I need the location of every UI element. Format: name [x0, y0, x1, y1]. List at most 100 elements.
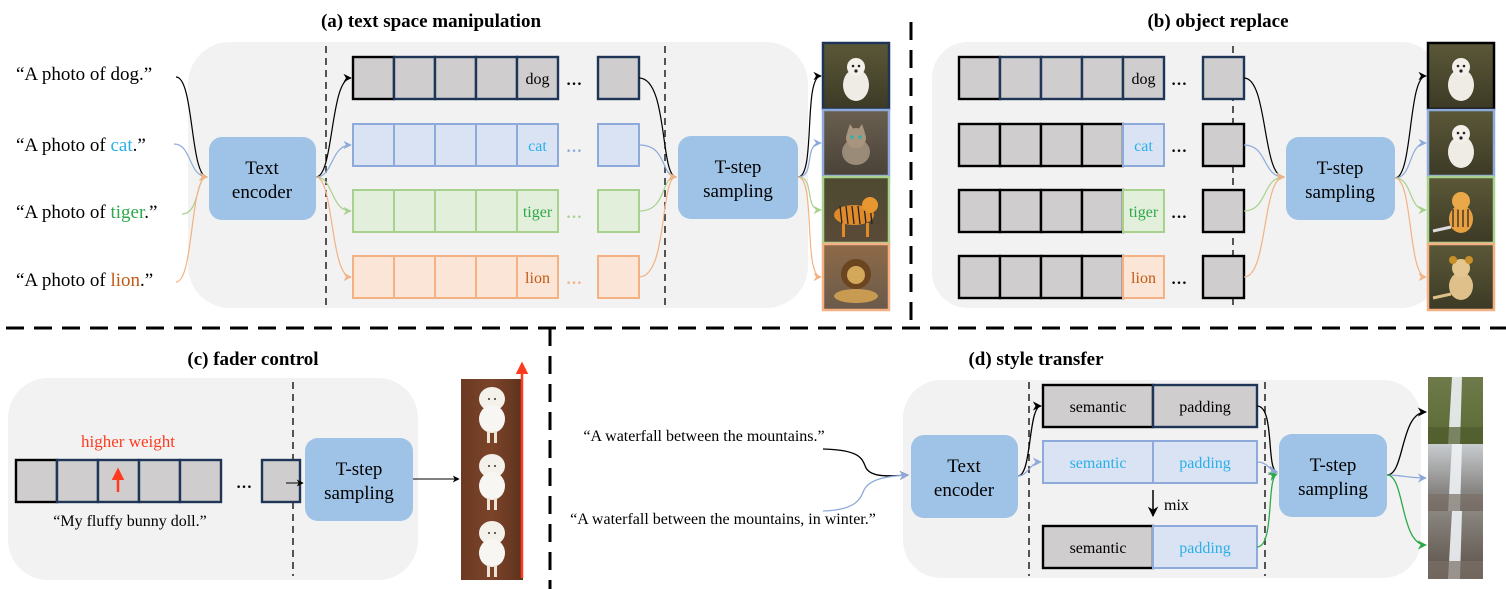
token-cell [434, 255, 477, 299]
doll-body-icon [479, 405, 505, 433]
arrow-row-to-sampler [638, 172, 677, 278]
token-cell [393, 189, 436, 233]
panel-a-text-encoder [209, 137, 316, 220]
output-image [1426, 108, 1496, 178]
eye-icon [494, 532, 496, 534]
token-cell-object [1122, 255, 1165, 299]
arrow-prompt-summer-to-encoder [822, 448, 909, 480]
doll-head-icon [479, 521, 505, 545]
arrow-encoder-to-row-summer [1017, 401, 1042, 477]
token-cell [392, 55, 437, 101]
prompt-suffix: .” [144, 202, 157, 223]
panel-d-encoder-label-1: Text [947, 456, 981, 477]
nose-icon [1459, 136, 1463, 140]
token-cell [434, 189, 477, 233]
token-cell-object [1122, 189, 1165, 233]
prompt-prefix: “A photo of [16, 135, 110, 156]
arrow-sampler-to-image [1394, 177, 1427, 282]
semantic-label: semantic [1070, 455, 1127, 472]
prompt-prefix: “A photo of [16, 202, 110, 223]
panel-d-text-encoder [911, 435, 1018, 518]
arrow-encoder-to-row [315, 176, 352, 216]
eye-icon [494, 465, 496, 467]
padding-label: padding [1179, 455, 1231, 472]
token-cell [1039, 122, 1084, 168]
token-cell [14, 458, 59, 504]
leg-icon [494, 431, 497, 443]
panel-a-prompt: “A photo of dog.” [16, 64, 152, 85]
token-cell [998, 254, 1043, 300]
token-word: cat [1134, 138, 1153, 155]
token-cell [474, 55, 519, 101]
token-cell [393, 123, 436, 167]
ellipsis-icon: … [1171, 72, 1189, 89]
eye-icon [1456, 64, 1460, 68]
ellipsis-icon: … [566, 139, 584, 156]
token-cell-last [1201, 55, 1246, 101]
token-cell [1039, 55, 1084, 101]
panel-c-sampler-label-2: sampling [324, 483, 394, 504]
eye-icon [1456, 131, 1460, 135]
doll-body-icon [479, 472, 505, 500]
panel-a-prompt: “A photo of cat.” [16, 135, 146, 156]
token-cell [1080, 254, 1125, 300]
panel-c-sampler-label-1: T-step [336, 459, 383, 480]
panel-b-token-row: cat … [957, 122, 1246, 168]
prompt-suffix: .” [139, 64, 152, 85]
panel-d-encoder-label-2: encoder [934, 480, 995, 501]
token-cell [351, 55, 396, 101]
output-image [821, 41, 891, 111]
leg-icon [487, 565, 490, 577]
token-cell [1039, 188, 1084, 234]
token-cell [1080, 188, 1125, 234]
tiger-stripe-icon [839, 205, 843, 225]
token-cell-last [597, 189, 640, 233]
eye-icon [857, 64, 861, 68]
token-cell [957, 188, 1002, 234]
panel-fader-control: (c) fader control higher weight … “My fl… [8, 349, 529, 580]
token-cell [998, 188, 1043, 234]
ellipsis-icon: … [1171, 139, 1189, 156]
prompt-object-word: dog [110, 64, 139, 85]
output-image [1428, 377, 1483, 445]
arrow-sampler-to-image [797, 71, 822, 178]
panel-d-t-step-sampler [1279, 434, 1387, 517]
tiger-stripe-icon [857, 205, 861, 225]
token-cell [516, 189, 559, 233]
arrow-sampler-to-image [797, 176, 822, 215]
leg-icon [487, 431, 490, 443]
panel-b-arrows [1243, 71, 1427, 282]
arrow-encoder-to-row [315, 176, 352, 282]
ear-icon [1465, 256, 1473, 264]
prompt-object-word: cat [110, 135, 133, 156]
token-cell [55, 458, 100, 504]
panel-a-title: (a) text space manipulation [321, 11, 542, 32]
token-cell [434, 123, 477, 167]
panel-d-sampler-label-1: T-step [1310, 455, 1357, 476]
leg-icon [487, 498, 490, 510]
token-word: tiger [523, 204, 553, 221]
panel-b-sampler-label-2: sampling [1305, 182, 1375, 203]
eye-icon [488, 532, 490, 534]
token-cell-last [1201, 122, 1246, 168]
token-cell-object [1121, 55, 1166, 101]
token-word: tiger [1129, 204, 1159, 221]
eye-icon [1462, 131, 1466, 135]
panel-text-space-manipulation: (a) text space manipulation “A photo of … [16, 11, 891, 312]
arrow-row-to-sampler [1256, 461, 1278, 475]
panel-c-token-row: … [14, 458, 302, 504]
leg-icon [842, 223, 845, 237]
token-cell [433, 55, 478, 101]
prompt-object-word: lion [110, 270, 140, 291]
tail-icon [1432, 225, 1452, 233]
eye-icon [850, 135, 854, 139]
token-cell [957, 122, 1002, 168]
panel-d-arrows [1017, 401, 1427, 550]
panel-d-title: (d) style transfer [968, 349, 1104, 370]
prompt-suffix: .” [133, 135, 146, 156]
token-cell [998, 122, 1043, 168]
cat-body-icon [842, 139, 870, 165]
padding-cell [1151, 383, 1259, 429]
padding-cell [1152, 525, 1258, 569]
panel-a-arrows [173, 71, 822, 283]
